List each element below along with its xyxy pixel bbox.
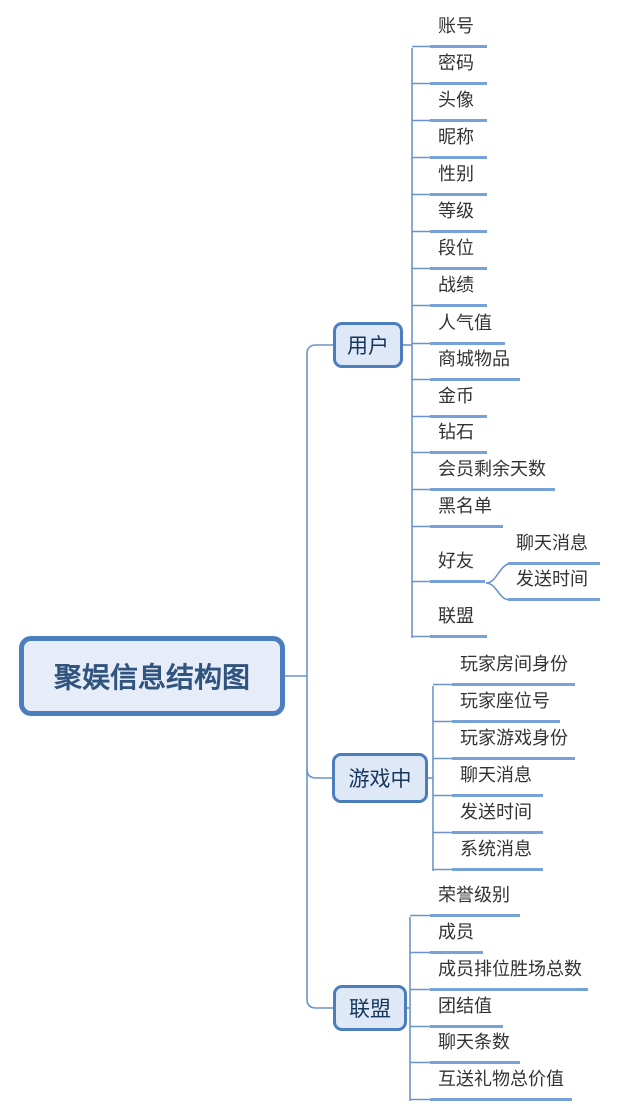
leaf-node: 段位 xyxy=(430,238,487,270)
leaf-node: 战绩 xyxy=(430,275,487,307)
leaf-node: 发送时间 xyxy=(508,569,600,601)
leaf-node: 玩家游戏身份 xyxy=(452,728,575,760)
leaf-node: 人气值 xyxy=(430,313,505,345)
leaf-node: 聊天条数 xyxy=(430,1032,520,1064)
leaf-node: 密码 xyxy=(430,53,487,85)
fork-curve-line xyxy=(485,582,511,601)
root-node: 聚娱信息结构图 xyxy=(19,636,285,716)
leaf-node: 团结值 xyxy=(430,996,503,1028)
branch-node-user-label: 用户 xyxy=(347,334,389,358)
leaf-node: 玩家房间身份 xyxy=(452,654,575,686)
branch-node-game: 游戏中 xyxy=(332,753,428,803)
leaf-node: 性别 xyxy=(430,164,487,196)
leaf-node: 会员剩余天数 xyxy=(430,459,555,491)
leaf-node: 昵称 xyxy=(430,127,487,159)
leaf-node: 玩家座位号 xyxy=(452,691,560,723)
branch-node-alliance: 联盟 xyxy=(333,985,407,1031)
leaf-node: 钻石 xyxy=(430,422,487,454)
leaf-node: 系统消息 xyxy=(452,839,543,871)
leaf-node: 成员排位胜场总数 xyxy=(430,959,588,991)
leaf-node: 联盟 xyxy=(430,606,487,638)
leaf-node: 成员 xyxy=(430,922,483,954)
branch-node-user: 用户 xyxy=(333,322,403,368)
leaf-node: 商城物品 xyxy=(430,349,520,381)
leaf-node: 好友 xyxy=(430,551,485,583)
leaf-node: 账号 xyxy=(430,16,487,48)
branch-node-game-label: 游戏中 xyxy=(348,767,412,791)
leaf-node: 等级 xyxy=(430,201,487,233)
leaf-node: 聊天消息 xyxy=(452,765,543,797)
leaf-node: 黑名单 xyxy=(430,496,503,528)
root-node-label: 聚娱信息结构图 xyxy=(53,661,250,694)
leaf-node: 聊天消息 xyxy=(508,533,600,565)
fork-curve-line xyxy=(485,562,511,584)
leaf-node: 头像 xyxy=(430,90,487,122)
leaf-node: 互送礼物总价值 xyxy=(430,1069,572,1101)
leaf-node: 荣誉级别 xyxy=(430,885,520,917)
leaf-node: 发送时间 xyxy=(452,802,543,834)
branch-node-alliance-label: 联盟 xyxy=(349,997,391,1021)
main-trunk-line xyxy=(306,344,333,1009)
leaf-node: 金币 xyxy=(430,386,487,418)
game-branch-connector-line xyxy=(306,768,332,779)
